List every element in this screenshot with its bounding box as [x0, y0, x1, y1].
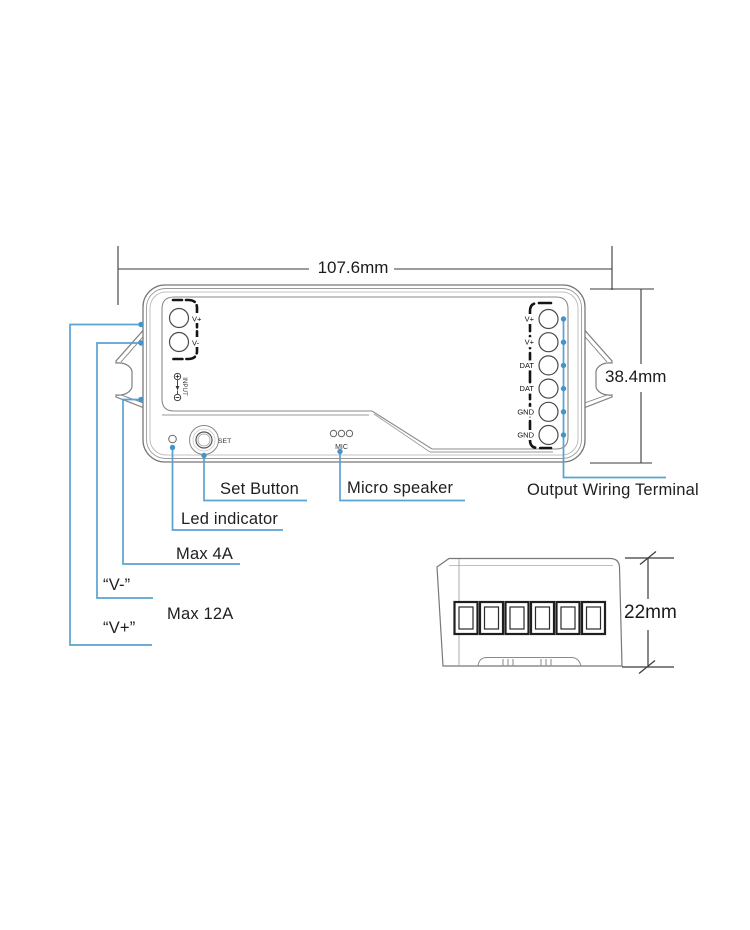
input-terminal-hole	[168, 331, 190, 353]
callout-led-indicator: Led indicator	[181, 510, 279, 528]
leader-set-button	[203, 456, 307, 502]
mic-label: MIC	[335, 444, 348, 451]
leader-dots	[138, 316, 567, 459]
output-terminal-holes	[538, 308, 559, 446]
output-label: DAT	[520, 361, 535, 370]
callout-max-4a: Max 4A	[176, 545, 234, 563]
leader-lines	[69, 319, 666, 646]
device-top-view-shell	[142, 284, 586, 463]
callout-set-button: Set Button	[220, 480, 300, 498]
output-terminal-block: V+ V+ DAT DAT GND GND	[504, 301, 559, 450]
leader-v-minus	[96, 342, 153, 599]
callout-micro-speaker: Micro speaker	[347, 479, 454, 497]
output-labels: V+ V+ DAT DAT GND GND	[517, 315, 534, 440]
led-indicator-dot	[168, 434, 177, 444]
output-label: V+	[525, 315, 535, 324]
input-terminal-block: V+ V-	[168, 298, 205, 361]
leader-v-plus	[69, 323, 152, 646]
side-bottom-strip	[477, 657, 582, 667]
output-bracket	[528, 301, 553, 450]
mounting-tab-right	[578, 324, 613, 410]
height-dimension-value: 22mm	[624, 602, 677, 623]
input-bracket	[171, 298, 199, 361]
set-button[interactable]	[189, 425, 219, 455]
polarity-icon: INPUT	[173, 372, 188, 402]
leader-led-indicator	[171, 447, 283, 531]
set-label: SET	[218, 438, 231, 445]
callout-v-plus: “V+”	[103, 619, 136, 637]
input-label-vminus: V-	[192, 339, 200, 348]
output-label: V+	[525, 338, 535, 347]
input-terminal-hole	[168, 307, 190, 329]
side-terminal-sockets	[453, 600, 607, 636]
width-dimension-value: 38.4mm	[605, 367, 667, 386]
device-side-view	[436, 557, 623, 667]
output-label: GND	[517, 407, 534, 416]
leader-micro-speaker	[339, 451, 465, 502]
leader-output-terminal	[562, 319, 666, 479]
callout-v-minus: “V-”	[103, 576, 131, 594]
height-dimension-lines	[622, 551, 674, 674]
mic-holes	[329, 429, 354, 438]
length-dimension-value: 107.6mm	[317, 258, 389, 277]
width-dimension-lines	[590, 288, 654, 464]
callout-max-12a: Max 12A	[167, 605, 234, 623]
leader-max-4a	[122, 398, 240, 565]
length-dimension-lines	[117, 246, 613, 305]
output-label: DAT	[520, 384, 535, 393]
input-label-vplus: V+	[192, 315, 202, 324]
input-text: INPUT	[181, 377, 188, 396]
callout-output-wiring-terminal: Output Wiring Terminal	[527, 481, 699, 499]
output-label: GND	[517, 431, 534, 440]
